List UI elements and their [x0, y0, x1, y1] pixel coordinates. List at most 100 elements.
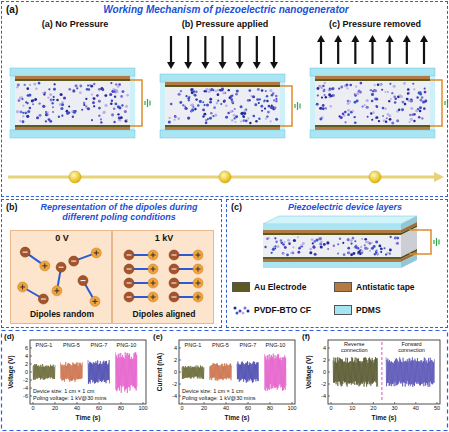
panel-label: (e) — [153, 333, 163, 342]
filler-particles — [420, 99, 423, 102]
filler-particles — [343, 253, 346, 256]
filler-particles — [122, 105, 124, 107]
filler-particles — [398, 109, 400, 111]
filler-particles — [205, 88, 208, 91]
device-layers-illustration — [263, 216, 439, 268]
filler-particle — [247, 310, 250, 313]
filler-particles — [240, 120, 242, 122]
filler-particles — [52, 106, 54, 108]
filler-particles — [124, 119, 127, 122]
filler-particles — [320, 240, 323, 243]
filler-particle — [242, 312, 245, 315]
negative-charge — [169, 278, 179, 288]
filler-particles — [20, 110, 23, 113]
arrow-head — [369, 35, 377, 42]
filler-particles — [52, 111, 54, 113]
filler-particles — [378, 245, 381, 248]
filler-particles — [319, 85, 322, 88]
plus-sign — [196, 253, 201, 258]
filler-particles — [249, 99, 251, 101]
arrow-head — [236, 62, 244, 69]
filler-particles — [38, 102, 40, 104]
tape-layer — [315, 76, 430, 79]
pdms-layer — [310, 130, 435, 138]
filler-particles — [391, 121, 394, 124]
filler-particles — [385, 121, 387, 123]
filler-particles — [110, 82, 112, 84]
filler-particles — [329, 87, 331, 89]
voltage-label: 1 kV — [155, 233, 174, 243]
arrow-head — [386, 35, 394, 42]
output-wire — [280, 86, 292, 126]
negative-charge — [124, 278, 134, 288]
series-label: PNG-1 — [36, 342, 53, 348]
filler-particles — [380, 248, 382, 250]
filler-particles — [120, 95, 123, 98]
filler-particles — [361, 238, 363, 240]
filler-particles — [56, 99, 58, 101]
signal-meter — [299, 104, 300, 109]
filler-particles — [255, 120, 258, 123]
tick-label: 0 — [25, 369, 28, 375]
state-label: Dipoles aligned — [133, 310, 196, 320]
filler-particles — [249, 122, 251, 124]
plus-sign — [151, 267, 156, 272]
figure-panel: (a)Working Mechanism of piezoelectric na… — [1, 1, 448, 197]
filler-particles — [359, 91, 362, 94]
minus-sign — [23, 252, 28, 253]
random-dipoles — [18, 247, 102, 306]
signal-meter — [436, 238, 437, 246]
timeline-ball — [69, 171, 81, 183]
filler-particles — [98, 88, 101, 91]
filler-particles — [191, 109, 194, 112]
filler-particles — [16, 86, 18, 88]
filler-particles — [231, 100, 234, 103]
filler-particles — [47, 114, 49, 116]
filler-particles — [61, 114, 63, 116]
dipole — [78, 276, 100, 307]
filler-particles — [100, 121, 102, 123]
filler-particles — [333, 245, 335, 247]
filler-particles — [217, 89, 219, 91]
filler-particles — [384, 247, 386, 249]
layer-front — [263, 224, 401, 230]
filler-particles — [60, 93, 63, 96]
filler-particles — [375, 105, 377, 107]
signal-trace — [210, 363, 232, 381]
filler-particles — [293, 239, 296, 242]
filler-particles — [275, 118, 278, 121]
arrow-head — [420, 35, 428, 42]
filler-particles — [204, 90, 206, 92]
filler-particles — [394, 236, 397, 239]
filler-particles — [101, 88, 104, 91]
minus-sign — [71, 261, 76, 262]
minus-sign — [172, 297, 177, 298]
filler-particles — [115, 103, 118, 106]
filler-particles — [113, 121, 115, 123]
electrode-layer — [15, 79, 130, 81]
filler-particle — [244, 307, 247, 310]
filler-particles — [403, 82, 406, 85]
filler-particles — [376, 116, 378, 118]
filler-particles — [222, 92, 225, 95]
series-label: PNG-7 — [91, 342, 108, 348]
minus-sign — [41, 299, 46, 300]
subpanel-label: (c) Pressure removed — [329, 20, 421, 30]
filler-particles — [22, 112, 24, 114]
filler-particles — [223, 100, 226, 103]
panel-border — [2, 331, 448, 431]
annotation: Poling voltage: 1 kV@30 mins — [33, 395, 106, 401]
filler-particles — [214, 114, 217, 117]
filler-particles — [267, 111, 270, 114]
filler-particles — [386, 117, 388, 119]
filler-particles — [282, 243, 285, 246]
filler-particles — [297, 236, 299, 238]
filler-particles — [202, 101, 204, 103]
tick-label: 10 — [349, 405, 355, 411]
filler-particles — [338, 87, 340, 89]
filler-particles — [180, 90, 182, 92]
filler-particles — [258, 102, 260, 104]
filler-particles — [410, 100, 413, 103]
filler-particles — [270, 120, 272, 122]
negative-charge — [169, 250, 179, 260]
